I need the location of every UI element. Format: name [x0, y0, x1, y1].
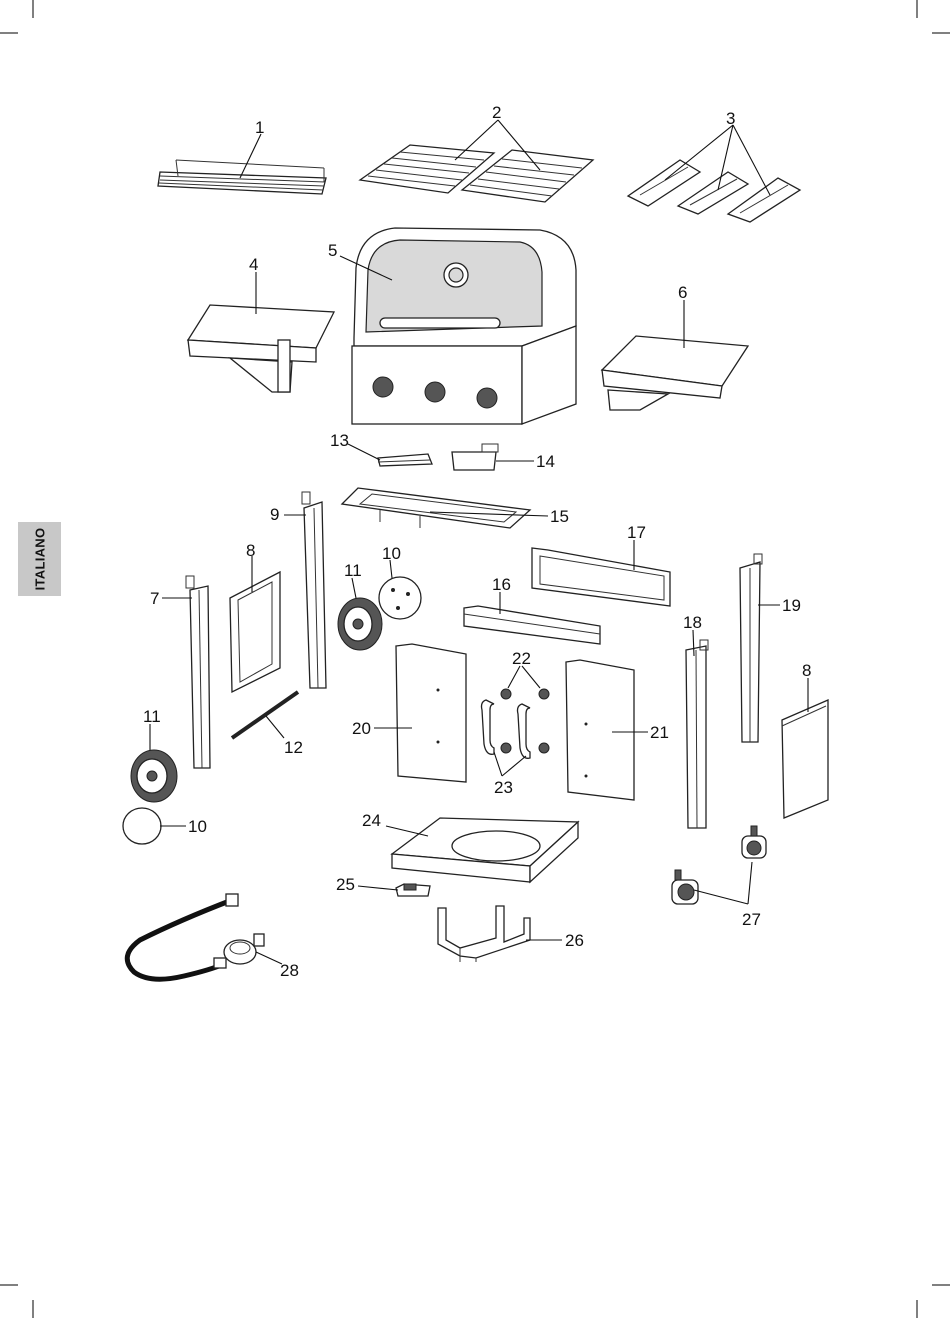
grease-tray-icon — [342, 488, 530, 528]
callout-20: 20 — [352, 719, 371, 738]
callout-13: 13 — [330, 431, 349, 450]
side-panel-icon — [230, 572, 280, 692]
callout-17: 17 — [627, 523, 646, 542]
tank-holder-icon — [438, 906, 530, 962]
side-shelf-icon — [602, 336, 748, 410]
callout-6: 6 — [678, 283, 687, 302]
callout-11b: 11 — [143, 707, 161, 726]
callout-5: 5 — [328, 241, 337, 260]
axle-icon — [232, 692, 298, 738]
callout-23: 23 — [494, 778, 513, 797]
callout-12: 12 — [284, 738, 303, 757]
door-icon — [396, 644, 466, 782]
callout-2: 2 — [492, 103, 501, 122]
door-icon — [566, 660, 634, 800]
callout-1: 1 — [255, 118, 264, 137]
callout-19: 19 — [782, 596, 801, 615]
gas-hose-regulator-icon — [127, 894, 264, 979]
callout-14: 14 — [536, 452, 555, 471]
callout-10b: 10 — [188, 817, 207, 836]
callout-10a: 10 — [382, 544, 401, 563]
callout-25: 25 — [336, 875, 355, 894]
callout-8b: 8 — [802, 661, 811, 680]
back-panel-icon — [532, 548, 670, 606]
flame-tamer-icon — [628, 160, 800, 222]
callout-24: 24 — [362, 811, 381, 830]
callout-26: 26 — [565, 931, 584, 950]
callout-4: 4 — [249, 255, 258, 274]
crossbar-icon — [464, 606, 600, 644]
wheel-cap-icon — [379, 577, 421, 619]
leg-icon — [686, 640, 708, 828]
callout-7: 7 — [150, 589, 159, 608]
callout-9: 9 — [270, 505, 279, 524]
wheel-cap-icon — [123, 808, 161, 844]
wheel-icon — [338, 598, 382, 650]
warming-rack-icon — [158, 160, 326, 194]
callout-15: 15 — [550, 507, 569, 526]
grease-tray-holder-icon — [378, 454, 432, 466]
callout-18: 18 — [683, 613, 702, 632]
cooking-grate-icon — [360, 145, 593, 202]
callout-22: 22 — [512, 649, 531, 668]
magnet-catch-icon — [396, 884, 430, 896]
callout-28: 28 — [280, 961, 299, 980]
leg-icon — [186, 576, 210, 768]
wheel-icon — [131, 750, 177, 802]
callout-27: 27 — [742, 910, 761, 929]
callout-21: 21 — [650, 723, 669, 742]
callout-11a: 11 — [344, 561, 362, 580]
grill-body-icon — [352, 228, 576, 424]
side-shelf-icon — [188, 305, 334, 392]
leg-icon — [302, 492, 326, 688]
leg-icon — [740, 554, 762, 742]
callout-8a: 8 — [246, 541, 255, 560]
grease-cup-icon — [452, 444, 498, 470]
bottom-shelf-icon — [392, 818, 578, 882]
side-panel-icon — [782, 700, 828, 818]
callout-16: 16 — [492, 575, 511, 594]
callout-3: 3 — [726, 109, 735, 128]
